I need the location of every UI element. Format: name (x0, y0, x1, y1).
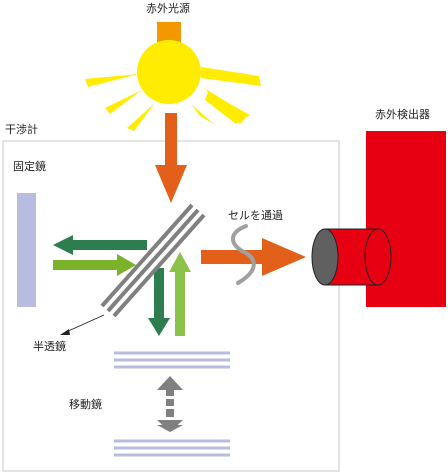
source-beam-arrow (155, 113, 187, 203)
fixed-arm-outgoing-arrow (53, 235, 147, 255)
interferometer-label: 干渉計 (5, 123, 38, 136)
moving-mirror-bottom (114, 439, 230, 457)
lamp-rays (85, 67, 261, 131)
beam-splitter-pointer-line (65, 314, 105, 333)
mirror-motion-arrow (157, 376, 183, 432)
detector-label: 赤外検出器 (375, 108, 430, 121)
fixed-mirror (17, 193, 36, 307)
source-label: 赤外光源 (146, 2, 190, 15)
sample-cell-wave (231, 224, 256, 285)
beam-splitter-pointer-head (60, 329, 70, 335)
output-beam-arrow (201, 238, 306, 276)
moving-mirror-top (114, 351, 230, 369)
detector-cylinder-outline (325, 228, 378, 286)
detector-cylinder-rim (364, 228, 392, 286)
cell-label: セルを通過 (228, 209, 283, 222)
moving-arm-return-arrow (169, 252, 191, 336)
infrared-lamp-bulb (137, 40, 201, 104)
beam-splitter (100, 203, 206, 318)
detector-window (311, 228, 339, 286)
fixed-mirror-label: 固定鏡 (13, 160, 46, 173)
fixed-arm-return-arrow (53, 254, 136, 276)
moving-arm-outgoing-arrow (148, 268, 170, 336)
beam-splitter-label: 半透鏡 (33, 340, 66, 353)
moving-mirror-label: 移動鏡 (69, 398, 102, 411)
